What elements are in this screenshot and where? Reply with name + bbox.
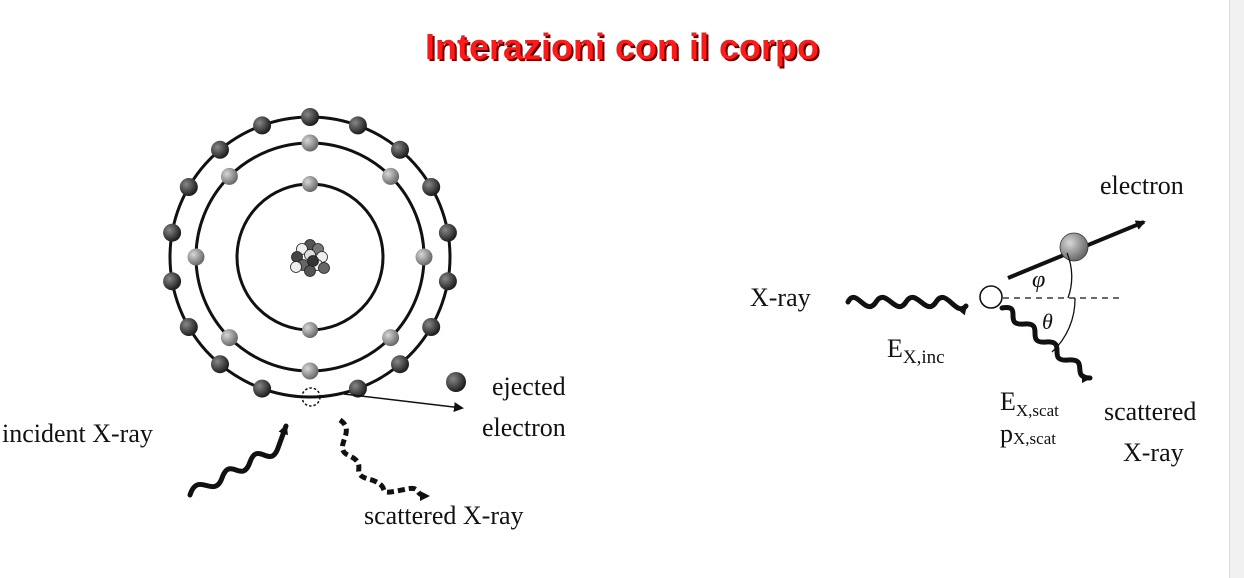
electron — [187, 248, 205, 266]
nucleon — [304, 265, 316, 277]
recoil-electron — [1059, 232, 1089, 262]
theta-symbol: θ — [1042, 309, 1053, 334]
nucleon — [307, 255, 319, 267]
electron-vacancy — [301, 387, 321, 407]
electron — [211, 140, 229, 159]
electron-label: electron — [1100, 171, 1184, 200]
p-scat-label: pX,scat — [1000, 419, 1056, 448]
phi-angle-arc — [1066, 252, 1073, 299]
inner-shell-electrons — [302, 176, 318, 338]
slide-title: Interazioni con il corpo — [424, 26, 820, 67]
electron — [415, 248, 433, 266]
electron — [179, 178, 198, 196]
electron — [253, 379, 272, 398]
e-inc-main: E — [887, 334, 903, 363]
nucleon — [318, 262, 330, 274]
scattered-label-line2: X-ray — [1123, 438, 1184, 467]
electron — [382, 329, 400, 347]
electron — [301, 362, 319, 380]
xray-label: X-ray — [750, 283, 811, 312]
scattered-xray-label: scattered X-ray — [364, 501, 524, 530]
electron — [163, 223, 182, 242]
nucleus — [290, 239, 330, 277]
electron — [382, 167, 400, 185]
electron — [438, 223, 457, 242]
e-inc-label: EX,inc — [887, 334, 945, 368]
e-scat-sub: X,scat — [1016, 401, 1059, 420]
incident-xray-label: incident X-ray — [2, 419, 153, 448]
incident-xray-wave — [187, 423, 289, 498]
outer-shell-electrons — [163, 108, 457, 398]
nucleon — [290, 261, 302, 273]
ejected-label-line1: ejected — [492, 372, 566, 401]
electron — [391, 140, 409, 159]
middle-shell-electrons — [187, 134, 433, 380]
electron — [220, 329, 238, 347]
p-scat-main: p — [1000, 419, 1013, 448]
e-inc-sub: X,inc — [903, 347, 945, 368]
electron — [253, 116, 272, 135]
p-scat-sub: X,scat — [1013, 429, 1056, 448]
ejected-electron-arrow — [343, 393, 464, 413]
scrollbar[interactable] — [1229, 0, 1244, 578]
electron — [220, 167, 238, 185]
electron — [302, 322, 318, 338]
compton-diagram: X-ray electron φ θ EX,inc EX,scat pX,sca… — [750, 171, 1196, 467]
electron — [163, 272, 182, 291]
electron — [422, 178, 441, 196]
electron — [348, 116, 367, 135]
phi-symbol: φ — [1032, 267, 1045, 293]
e-scat-label: EX,scat — [1000, 387, 1059, 420]
scattered-xray-wave-right — [999, 305, 1093, 383]
electron — [422, 318, 441, 336]
electron — [302, 176, 318, 192]
electron — [301, 108, 319, 126]
electron-at-rest — [979, 285, 1003, 309]
electron — [211, 355, 229, 374]
ejected-label-line2: electron — [482, 413, 566, 442]
electron — [179, 318, 198, 336]
incident-xray-wave-right — [845, 294, 969, 316]
electron — [391, 355, 409, 374]
ejected-electron — [446, 372, 466, 392]
scattered-xray-wave — [338, 417, 430, 501]
electron — [301, 134, 319, 152]
scattered-label-line1: scattered — [1104, 397, 1196, 426]
electron — [438, 272, 457, 291]
electron — [348, 379, 367, 398]
atom-diagram: incident X-ray ejected electron scattere… — [2, 108, 566, 530]
e-scat-main: E — [1000, 387, 1016, 416]
